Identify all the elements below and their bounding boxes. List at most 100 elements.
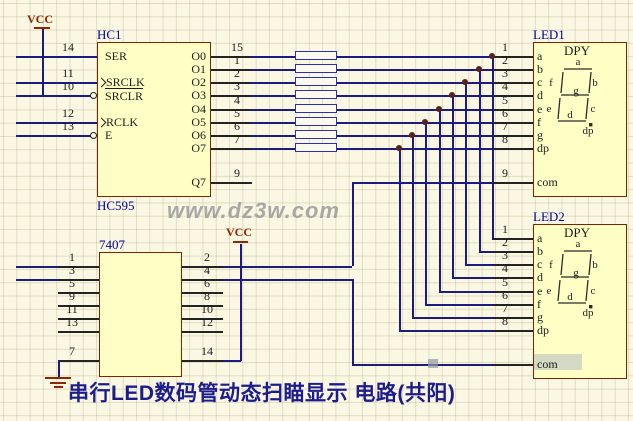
pin-stub (493, 109, 533, 111)
pin-number: 6 (502, 106, 508, 120)
pin-number: 7 (502, 301, 508, 315)
pin-name: O3 (191, 88, 206, 102)
segment-label: dp (582, 125, 594, 137)
pin-stub (493, 122, 533, 124)
wire (250, 82, 295, 84)
pin-stub (493, 182, 533, 184)
wire (250, 56, 295, 58)
wire (337, 82, 493, 84)
pin-stub (211, 69, 250, 71)
wire (250, 135, 295, 137)
pin-stub (58, 331, 99, 333)
pin-number: 4 (502, 79, 508, 93)
pin-stub (182, 360, 223, 362)
resistor[interactable] (295, 77, 337, 86)
pin-stub (182, 292, 223, 294)
pin-name: SRCLK (106, 75, 145, 89)
pin-name: com (537, 175, 558, 189)
pin-stub (211, 148, 250, 150)
pin-number: 5 (234, 106, 240, 120)
gnd-symbol (45, 377, 71, 380)
pin-number: 1 (502, 40, 508, 54)
display-led1[interactable] (533, 42, 627, 197)
pin-number: 6 (204, 276, 210, 290)
pin-number: 12 (201, 315, 213, 329)
pin-stub (58, 266, 99, 268)
pin-number: 11 (66, 302, 78, 316)
pin-stub (493, 135, 533, 137)
pin-name: RCLK (106, 115, 139, 129)
wire (465, 82, 467, 264)
wire (352, 279, 354, 364)
resistor[interactable] (295, 104, 337, 113)
resistor[interactable] (295, 90, 337, 99)
pin-stub (493, 330, 533, 332)
pin-name: dp (537, 141, 549, 155)
resistor[interactable] (295, 117, 337, 126)
wire (352, 364, 493, 366)
pin-number: 2 (234, 66, 240, 80)
pin-number: 1 (69, 250, 75, 264)
inverter-bubble-icon (90, 132, 97, 139)
pin-number: 7 (502, 119, 508, 133)
chip-part-number: DPY (563, 225, 590, 240)
pin-number: 4 (502, 261, 508, 275)
pin-number: 8 (502, 132, 508, 146)
pin-stub (493, 251, 533, 253)
pin-number: 9 (234, 166, 240, 180)
display-led2[interactable] (533, 224, 627, 379)
resistor[interactable] (295, 51, 337, 60)
pin-name: b (537, 62, 543, 76)
segment-label: e (546, 103, 552, 115)
pin-name: O1 (191, 62, 206, 76)
segment-label: c (590, 103, 596, 115)
chip-part-number: DPY (563, 43, 590, 58)
resistor[interactable] (295, 130, 337, 139)
pin-number: 14 (201, 344, 213, 358)
pin-number: 2 (502, 53, 508, 67)
wire (425, 122, 427, 304)
pin-name: f (537, 115, 541, 129)
resistor[interactable] (295, 143, 337, 152)
seven-segment-icon (557, 68, 593, 127)
wire (16, 266, 58, 268)
pin-number: 3 (69, 263, 75, 277)
junction-dot (436, 106, 442, 112)
resistor[interactable] (295, 64, 337, 73)
wire (337, 109, 493, 111)
pin-number: 13 (62, 119, 74, 133)
segment-label: c (590, 285, 596, 297)
watermark-artifact (428, 359, 438, 368)
wire (42, 28, 44, 95)
chip-7407[interactable] (99, 252, 182, 377)
chip-hc595[interactable] (97, 42, 211, 197)
wire (16, 56, 97, 58)
pin-name: O7 (191, 141, 206, 155)
segment-label: dp (582, 307, 594, 319)
pin-name: e (537, 102, 543, 116)
wire (337, 122, 493, 124)
pin-number: 7 (69, 344, 75, 358)
pin-number: 2 (502, 235, 508, 249)
wire (16, 95, 91, 97)
junction-dot (489, 53, 495, 59)
wire (352, 182, 493, 184)
pin-stub (211, 95, 250, 97)
wire (16, 122, 97, 124)
wire (337, 135, 493, 137)
pin-stub (58, 279, 99, 281)
pin-stub (58, 318, 99, 320)
wire (250, 69, 295, 71)
wire (337, 56, 493, 58)
pin-stub (58, 360, 99, 362)
wire (439, 109, 441, 291)
pin-name: d (537, 270, 543, 284)
segment-label: g (573, 267, 579, 279)
pin-stub (493, 238, 533, 240)
wire (492, 56, 494, 238)
segment-label: a (575, 56, 581, 68)
pin-number: 7 (234, 132, 240, 146)
pin-number: 5 (502, 93, 508, 107)
junction-dot (396, 145, 402, 151)
vcc-symbol-label: VCC (226, 225, 252, 239)
